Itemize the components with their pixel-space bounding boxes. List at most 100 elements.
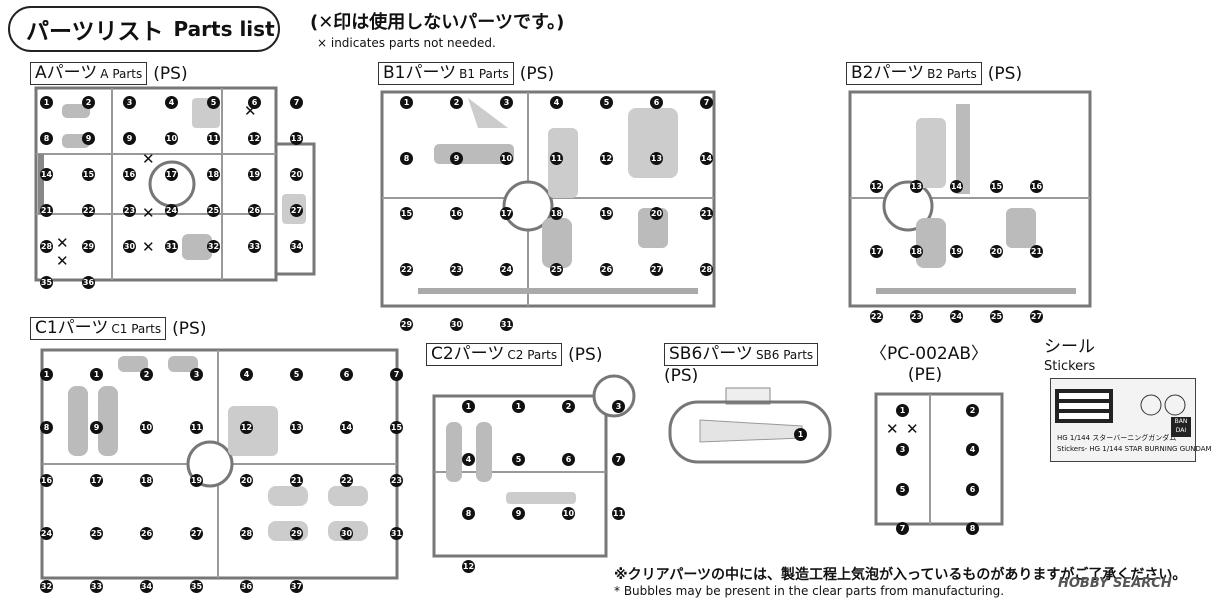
part-number-c1: 10 (140, 421, 153, 434)
part-number-c1: 5 (290, 368, 303, 381)
part-number-b2: 19 (950, 245, 963, 258)
part-number-a: 5 (207, 96, 220, 109)
part-number-b1: 6 (650, 96, 663, 109)
part-number-c2: 8 (462, 507, 475, 520)
part-number-a: 9 (82, 132, 95, 145)
part-number-b2: 13 (910, 180, 923, 193)
part-number-b1: 17 (500, 207, 513, 220)
part-number-c1: 29 (290, 527, 303, 540)
part-number-a: 31 (165, 240, 178, 253)
part-number-a: 15 (82, 168, 95, 181)
part-number-c1: 34 (140, 580, 153, 593)
part-number-b1: 18 (550, 207, 563, 220)
part-number-c1: 24 (40, 527, 53, 540)
part-number-c2: 10 (562, 507, 575, 520)
sprue-a (32, 84, 317, 284)
part-number-pc: 8 (966, 522, 979, 535)
part-number-b2: 17 (870, 245, 883, 258)
part-number-c1: 8 (40, 421, 53, 434)
part-number-pc: 6 (966, 483, 979, 496)
part-number-c1: 30 (340, 527, 353, 540)
part-number-c1: 12 (240, 421, 253, 434)
part-number-b2: 15 (990, 180, 1003, 193)
part-number-c1: 35 (190, 580, 203, 593)
part-number-c1: 22 (340, 474, 353, 487)
unused-note-jp: (✕印は使用しないパーツです。) (310, 12, 565, 33)
part-number-a: 7 (290, 96, 303, 109)
title-jp: パーツリスト (26, 19, 164, 45)
part-number-b1: 14 (700, 152, 713, 165)
parts-list-title: パーツリスト Parts list (8, 6, 280, 52)
part-number-b2: 27 (1030, 310, 1043, 323)
sticker-line-en: Stickers- HG 1/144 STAR BURNING GUNDAM (1057, 445, 1212, 453)
part-number-c2: 11 (612, 507, 625, 520)
part-number-a: 11 (207, 132, 220, 145)
part-number-b2: 20 (990, 245, 1003, 258)
footer-note-jp: ※クリアパーツの中には、製造工程上気泡が入っているものがありますがご了承ください… (614, 567, 1187, 583)
part-number-a: 8 (40, 132, 53, 145)
part-number-b1: 28 (700, 263, 713, 276)
part-number-a: 3 (123, 96, 136, 109)
bandai-logo: BAN DAI (1171, 417, 1191, 437)
unused-x-icon: ✕ (142, 204, 155, 222)
part-number-b2: 23 (910, 310, 923, 323)
part-number-c1: 37 (290, 580, 303, 593)
part-number-c1: 11 (190, 421, 203, 434)
part-number-c2: 7 (612, 453, 625, 466)
part-number-b1: 12 (600, 152, 613, 165)
part-number-c1: 4 (240, 368, 253, 381)
part-number-a: 13 (290, 132, 303, 145)
part-number-b1: 8 (400, 152, 413, 165)
unused-x-icon: ✕ (142, 238, 155, 256)
part-number-c1: 1 (40, 368, 53, 381)
part-number-c1: 16 (40, 474, 53, 487)
part-number-b2: 21 (1030, 245, 1043, 258)
part-number-c1: 17 (90, 474, 103, 487)
part-number-pc: 3 (896, 443, 909, 456)
part-number-b1: 16 (450, 207, 463, 220)
part-number-b1: 3 (500, 96, 513, 109)
unused-x-icon: ✕ (142, 150, 155, 168)
part-number-b2: 16 (1030, 180, 1043, 193)
part-number-b1: 25 (550, 263, 563, 276)
section-pc-label: 〈PC-002AB〉 (PE) (870, 344, 988, 385)
part-number-c2: 4 (462, 453, 475, 466)
sprue-b1 (378, 88, 718, 318)
part-number-c1: 19 (190, 474, 203, 487)
part-number-b1: 29 (400, 318, 413, 331)
part-number-c1: 1 (90, 368, 103, 381)
part-number-c2: 1 (512, 400, 525, 413)
sprue-a-frame (34, 86, 316, 282)
part-number-b1: 26 (600, 263, 613, 276)
part-number-a: 32 (207, 240, 220, 253)
part-number-a: 21 (40, 204, 53, 217)
part-number-a: 1 (40, 96, 53, 109)
part-number-c1: 27 (190, 527, 203, 540)
part-number-a: 26 (248, 204, 261, 217)
sprue-b1-frame (380, 90, 716, 308)
part-number-b1: 4 (550, 96, 563, 109)
part-number-pc: 4 (966, 443, 979, 456)
part-number-a: 2 (82, 96, 95, 109)
part-number-a: 23 (123, 204, 136, 217)
unused-x-icon: ✕ (906, 420, 919, 438)
part-number-c2: 2 (562, 400, 575, 413)
part-number-a: 14 (40, 168, 53, 181)
part-number-b1: 5 (600, 96, 613, 109)
section-sb6-material: (PS) (664, 366, 699, 386)
part-number-c1: 9 (90, 421, 103, 434)
part-number-c1: 21 (290, 474, 303, 487)
part-number-a: 4 (165, 96, 178, 109)
part-number-c1: 25 (90, 527, 103, 540)
part-number-a: 28 (40, 240, 53, 253)
part-number-b2: 24 (950, 310, 963, 323)
sprue-pc-frame (874, 392, 1004, 526)
part-number-c1: 14 (340, 421, 353, 434)
part-number-a: 19 (248, 168, 261, 181)
unused-x-icon: ✕ (56, 252, 69, 270)
part-number-c1: 18 (140, 474, 153, 487)
unused-note-en: × indicates parts not needed. (317, 36, 496, 50)
part-number-a: 22 (82, 204, 95, 217)
